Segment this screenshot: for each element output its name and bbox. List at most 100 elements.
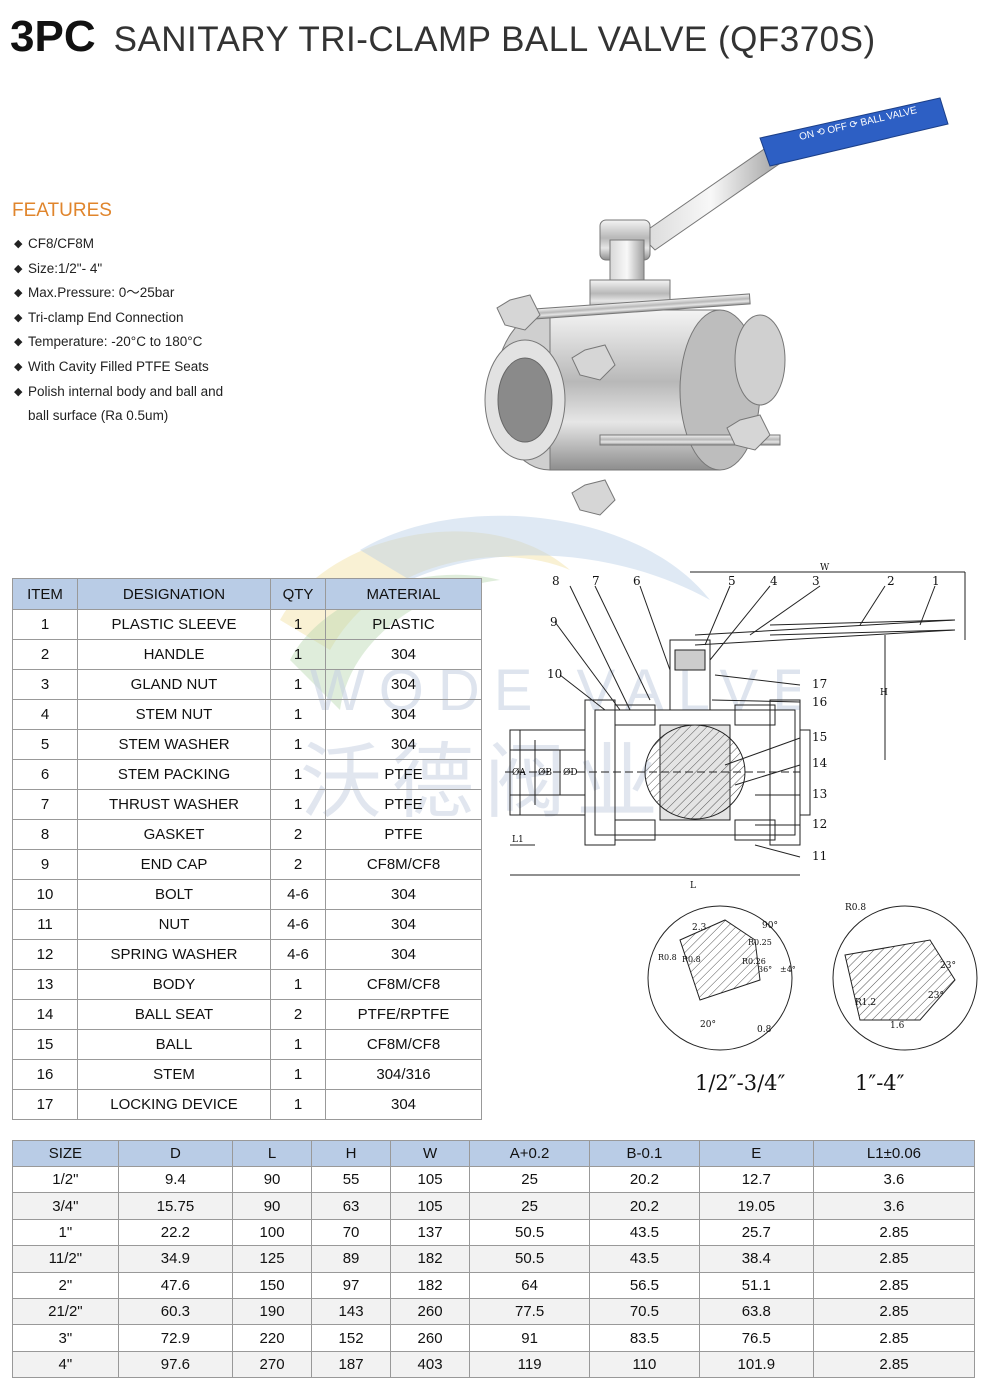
feature-item: ◆Temperature: -20°C to 180°C: [14, 334, 203, 350]
callout-13: 13: [812, 787, 827, 801]
table-cell: 119: [469, 1350, 591, 1379]
detail1-label: R0.8: [658, 953, 677, 962]
detail1-label: R0.8: [682, 955, 701, 964]
table-cell: 15.75: [117, 1192, 234, 1220]
table-cell: 17: [12, 1089, 78, 1120]
table-cell: 304: [325, 909, 482, 940]
table-cell: PTFE/RPTFE: [325, 999, 482, 1030]
table-cell: 11/2": [12, 1245, 119, 1273]
detail1-label: ±4°: [780, 965, 796, 974]
table-cell: 14: [12, 999, 78, 1030]
table-cell: 34.9: [117, 1245, 234, 1273]
table-cell: 304: [325, 1089, 482, 1120]
table-cell: 13: [12, 969, 78, 1000]
table-cell: BOLT: [77, 879, 271, 910]
table-cell: 89: [311, 1245, 392, 1273]
table-cell: 182: [390, 1271, 471, 1299]
table-cell: 63.8: [698, 1297, 814, 1326]
table-cell: 16: [12, 1059, 78, 1090]
callout-1: 1: [932, 574, 940, 588]
feature-item: ◆CF8/CF8M: [14, 236, 95, 251]
table-cell: 105: [390, 1192, 471, 1220]
table-cell: 152: [311, 1324, 392, 1352]
table-cell: SPRING WASHER: [77, 939, 271, 970]
table-cell: 22.2: [117, 1218, 234, 1247]
table-cell: 9: [12, 849, 78, 880]
table-cell: 1: [270, 759, 326, 790]
table-cell: 8: [12, 819, 78, 850]
valve-product-image: ON ⟲ OFF ⟳ BALL VALVE: [484, 97, 949, 516]
dim-d: ØD: [563, 767, 578, 778]
table-cell: PTFE: [325, 759, 482, 790]
table-cell: 182: [390, 1245, 471, 1273]
header-material: MATERIAL: [325, 578, 482, 610]
dim-l: L: [690, 881, 696, 891]
table-cell: 1: [270, 1089, 326, 1120]
table-cell: 19.05: [698, 1192, 814, 1220]
detail1-label: R0.26: [742, 957, 766, 966]
feature-item: ◆Size:1/2"- 4": [14, 260, 103, 276]
table-cell: 6: [12, 759, 78, 790]
table-cell: 304: [325, 879, 482, 910]
table-cell: 11: [12, 909, 78, 940]
table-cell: 56.5: [589, 1271, 700, 1299]
table-cell: 260: [390, 1297, 471, 1326]
table-cell: 60.3: [117, 1297, 234, 1326]
table-header-cell: B-0.1: [589, 1140, 700, 1167]
detail1-label: 90°: [762, 921, 778, 931]
table-header-cell: L1±0.06: [812, 1140, 976, 1167]
detail1-label: 2.3: [692, 923, 707, 933]
dim-b: ØB: [538, 767, 552, 778]
callout-5: 5: [728, 574, 736, 588]
table-cell: 90: [232, 1165, 313, 1194]
title-text: SANITARY TRI-CLAMP BALL VALVE (QF370S): [113, 20, 876, 59]
table-cell: 1: [270, 609, 326, 640]
detail2-caption: 1″-4″: [855, 1071, 905, 1095]
table-header-cell: SIZE: [12, 1140, 119, 1167]
table-cell: 77.5: [469, 1297, 591, 1326]
feature-item: ball surface (Ra 0.5um): [28, 408, 169, 424]
header-qty: QTY: [270, 578, 326, 610]
table-header-cell: A+0.2: [469, 1140, 591, 1167]
table-cell: 3": [12, 1324, 119, 1352]
table-cell: 260: [390, 1324, 471, 1352]
table-cell: 2: [270, 849, 326, 880]
table-cell: 3.6: [812, 1192, 976, 1220]
dim-h: H: [880, 688, 888, 698]
table-cell: 304: [325, 939, 482, 970]
header-item: ITEM: [12, 578, 78, 610]
table-cell: 2.85: [812, 1245, 976, 1273]
callout-10: 10: [547, 667, 562, 681]
features-list: ◆CF8/CF8M ◆Size:1/2"- 4" ◆Max.Pressure: …: [12, 232, 258, 429]
table-header-cell: W: [390, 1140, 471, 1167]
table-cell: PTFE: [325, 819, 482, 850]
table-cell: PLASTIC SLEEVE: [77, 609, 271, 640]
table-cell: 91: [469, 1324, 591, 1352]
feature-item: ◆Polish internal body and ball and: [14, 383, 224, 399]
table-cell: 220: [232, 1324, 313, 1352]
table-cell: 187: [311, 1350, 392, 1379]
callout-6: 6: [633, 574, 641, 588]
table-cell: 9.4: [117, 1165, 234, 1194]
title-model: 3PC: [10, 12, 96, 61]
detail1-label: R0.25: [748, 938, 772, 947]
table-cell: CF8M/CF8: [325, 1029, 482, 1060]
table-cell: 97.6: [117, 1350, 234, 1379]
callout-7: 7: [592, 574, 600, 588]
table-cell: 1: [270, 729, 326, 760]
dim-l1: L1: [512, 835, 524, 845]
table-cell: 2.85: [812, 1271, 976, 1299]
table-cell: 12.7: [698, 1165, 814, 1194]
